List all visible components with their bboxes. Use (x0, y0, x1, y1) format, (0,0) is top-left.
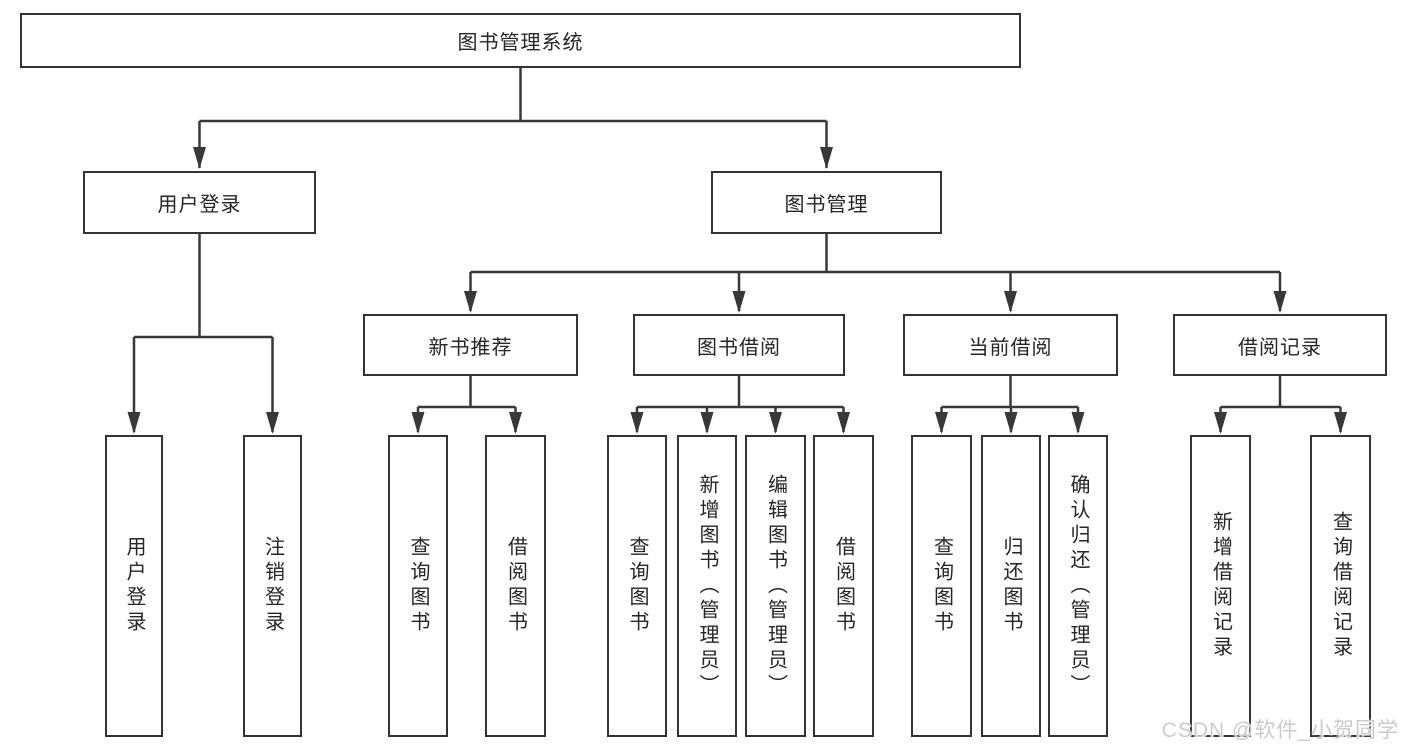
leaf-query-borrow-record: 查询借阅记录 (1310, 435, 1371, 737)
connector-bookborrow-to-leaves (635, 376, 845, 432)
node-label: 用户登录 (157, 194, 242, 216)
node-label: 图书管理系统 (457, 32, 584, 54)
leaf-user-login: 用户登录 (105, 435, 163, 737)
node-book-borrow: 图书借阅 (633, 314, 845, 376)
node-new-book-recommend: 新书推荐 (363, 314, 578, 376)
connector-userlogin-to-leaves (132, 234, 274, 432)
node-label: 新增借阅记录 (1209, 511, 1232, 661)
node-label: 新书推荐 (428, 336, 513, 359)
leaf-query-books-borrow: 查询图书 (607, 435, 667, 737)
leaf-edit-book-admin: 编辑图书（管理员） (745, 435, 806, 737)
leaf-logout-login: 注销登录 (243, 435, 302, 737)
connector-root-to-level2 (198, 68, 828, 168)
node-borrow-records: 借阅记录 (1173, 314, 1387, 376)
connector-newbook-to-leaves (416, 376, 517, 432)
node-current-borrow: 当前借阅 (903, 314, 1118, 376)
node-label: 图书管理 (784, 194, 869, 216)
node-label: 当前借阅 (968, 336, 1053, 359)
connector-bookmgmt-to-level3 (469, 234, 1282, 311)
leaf-add-borrow-record: 新增借阅记录 (1190, 435, 1251, 737)
arrowheads (127, 147, 1347, 434)
leaf-return-books: 归还图书 (981, 435, 1041, 737)
node-label: 图书借阅 (697, 336, 781, 359)
node-label: 查询借阅记录 (1329, 511, 1352, 661)
node-user-login: 用户登录 (83, 171, 316, 234)
leaf-query-books-current: 查询图书 (911, 435, 972, 737)
node-label: 查询图书 (930, 536, 953, 636)
node-label: 查询图书 (626, 536, 648, 636)
connector-records-to-leaves (1219, 376, 1342, 432)
node-label: 新增图书（管理员） (696, 473, 718, 699)
leaf-add-book-admin: 新增图书（管理员） (677, 435, 737, 737)
csdn-watermark: CSDN @软件_小贺同学 (1161, 719, 1399, 742)
leaf-borrow-books: 借阅图书 (813, 435, 874, 737)
node-label: 借阅图书 (832, 536, 855, 636)
node-library-management-system: 图书管理系统 (20, 13, 1021, 68)
node-label: 确认归还（管理员） (1067, 473, 1089, 699)
leaf-confirm-return-admin: 确认归还（管理员） (1048, 435, 1108, 737)
node-label: 借阅记录 (1238, 336, 1322, 359)
node-book-management: 图书管理 (711, 171, 942, 234)
node-label: 编辑图书（管理员） (764, 473, 787, 699)
leaf-borrow-books-recommend: 借阅图书 (485, 435, 546, 737)
leaf-query-books-recommend: 查询图书 (388, 435, 448, 737)
node-label: 注销登录 (261, 536, 284, 636)
node-label: 归还图书 (1000, 536, 1022, 636)
node-label: 查询图书 (407, 536, 429, 636)
node-label: 借阅图书 (504, 536, 527, 636)
node-label: 用户登录 (123, 536, 145, 636)
